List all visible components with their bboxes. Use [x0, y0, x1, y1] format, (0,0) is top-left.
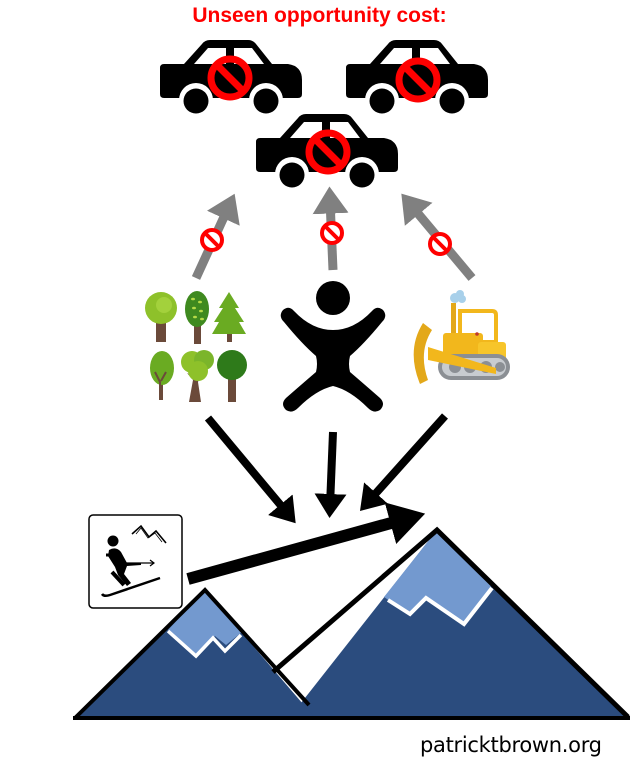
- black-arrow-person: [314, 431, 347, 518]
- black-arrow-trees: [204, 415, 296, 524]
- car-2: [346, 40, 488, 117]
- prohibited-icon: [320, 221, 344, 245]
- prohibited-icon: [428, 232, 452, 256]
- black-arrow-bulldozer: [359, 413, 448, 511]
- car-1: [160, 40, 302, 117]
- skier-icon: [88, 514, 183, 609]
- prohibited-icon: [200, 228, 224, 252]
- bulldozer-icon: [413, 290, 510, 384]
- mountains-icon: [73, 526, 630, 720]
- used-arrows: [204, 413, 448, 524]
- diagram-title: Unseen opportunity cost:: [192, 4, 447, 27]
- credit-text: patricktbrown.org: [420, 733, 602, 757]
- person-icon: [280, 281, 386, 412]
- car-3: [256, 114, 398, 191]
- trees-icon: [145, 291, 247, 402]
- black-arrow-ski-to-peak: [186, 502, 426, 585]
- foregone-arrows: [191, 186, 476, 281]
